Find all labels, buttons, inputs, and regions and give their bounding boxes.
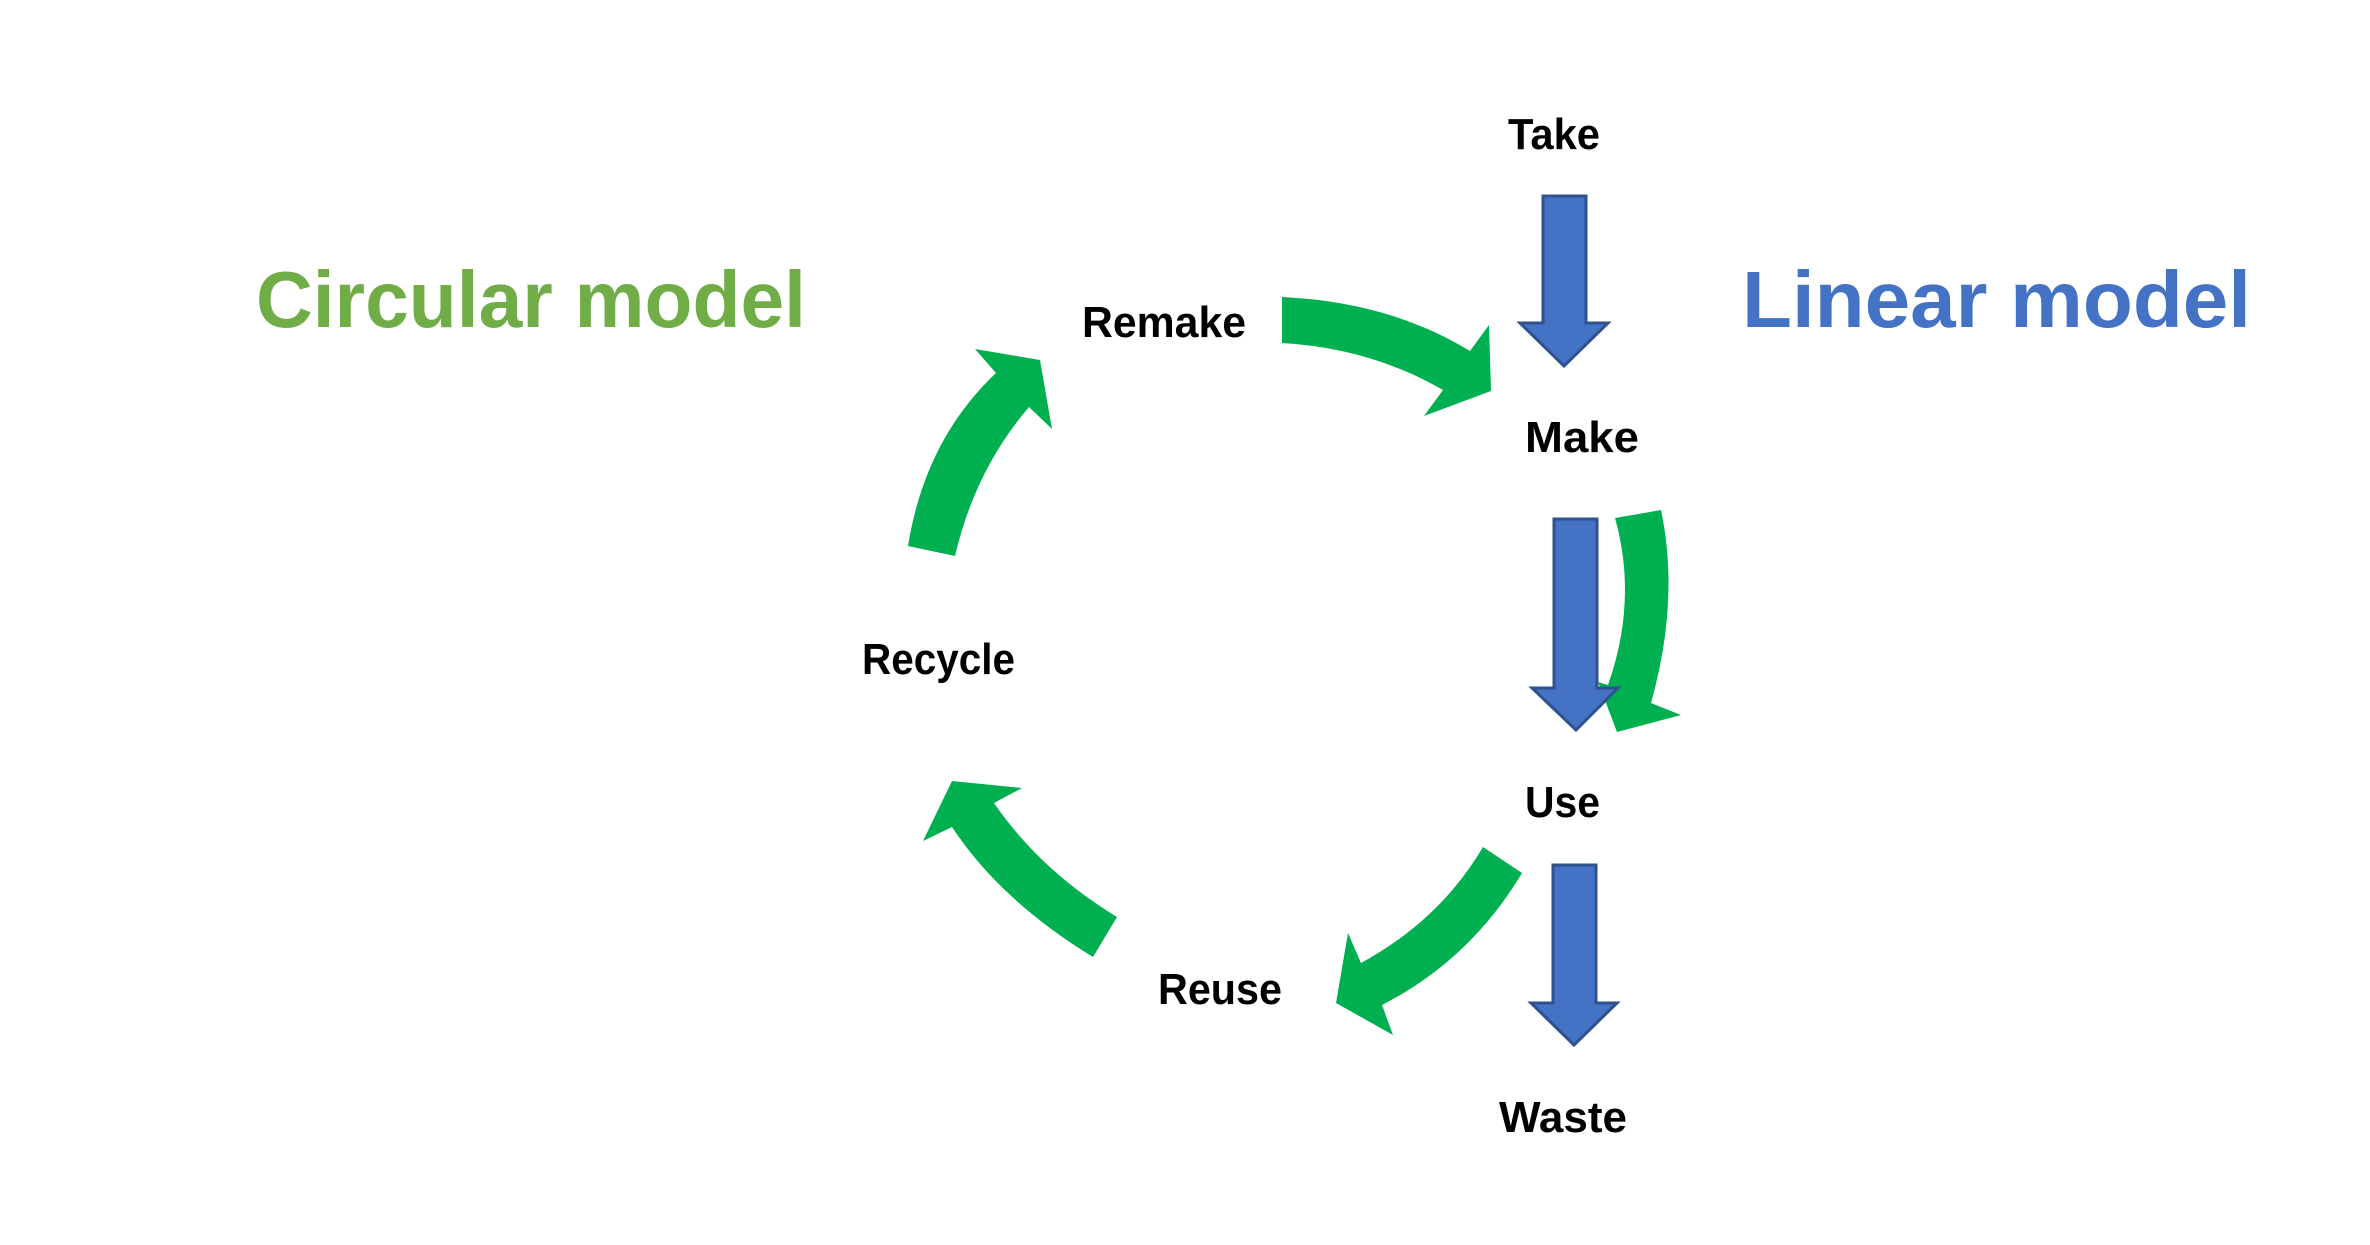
label-use: Use <box>1525 778 1600 827</box>
label-make: Make <box>1525 413 1639 462</box>
label-take: Take <box>1508 110 1600 159</box>
arrow-use-to-reuse <box>1336 847 1522 1035</box>
circular-model-title: Circular model <box>256 255 806 344</box>
arrow-use-to-waste <box>1527 863 1621 1048</box>
arrow-remake-to-make <box>1282 297 1491 416</box>
arrow-take-to-make <box>1516 194 1612 369</box>
label-waste: Waste <box>1499 1093 1627 1142</box>
label-recycle: Recycle <box>862 635 1015 684</box>
label-reuse: Reuse <box>1158 965 1282 1014</box>
arrow-make-to-use <box>1598 510 1681 732</box>
arrow-recycle-to-remake <box>908 349 1052 556</box>
arrow-reuse-to-recycle <box>923 781 1117 957</box>
arrow-make-to-use-linear <box>1528 517 1622 733</box>
label-remake: Remake <box>1082 298 1246 347</box>
linear-model-title: Linear model <box>1742 255 2251 344</box>
